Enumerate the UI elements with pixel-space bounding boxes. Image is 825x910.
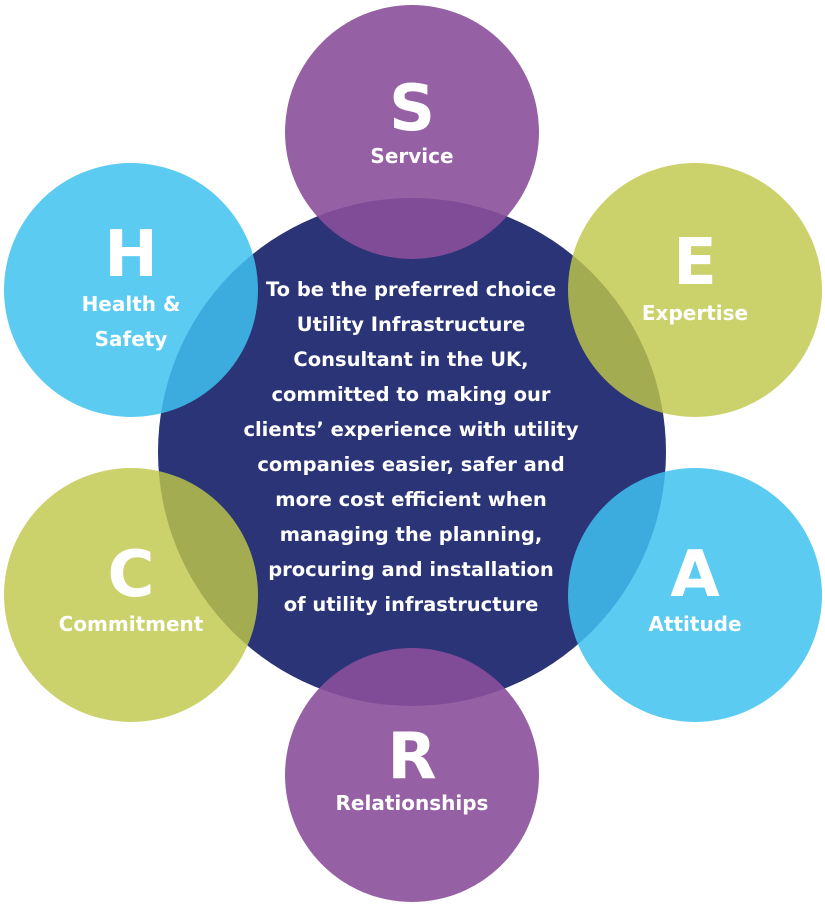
mission-line: clients’ experience with utility [243, 418, 578, 441]
health-safety-circle [4, 163, 258, 417]
health-safety-letter: H [104, 218, 158, 292]
mission-line: To be the preferred choice [266, 278, 556, 301]
service-letter: S [389, 72, 435, 146]
mission-line: procuring and installation [268, 558, 554, 581]
mission-circle [158, 198, 666, 706]
attitude-letter: A [670, 538, 720, 612]
attitude-circle [568, 468, 822, 722]
mission-line: Utility Infrastructure [297, 313, 525, 336]
mission-line: companies easier, safer and [257, 453, 564, 476]
expertise-letter: E [673, 226, 717, 300]
relationships-circle [285, 648, 539, 902]
expertise-label: Expertise [642, 301, 748, 325]
mission-line: Consultant in the UK, [293, 348, 528, 371]
mission-line: more cost efficient when [275, 488, 546, 511]
mission-statement: To be the preferred choice Utility Infra… [243, 278, 578, 616]
commitment-letter: C [108, 538, 155, 612]
expertise-circle [568, 163, 822, 417]
mission-line: of utility infrastructure [284, 593, 539, 616]
health-safety-label-line1: Health & [82, 292, 181, 316]
relationships-letter: R [387, 720, 436, 794]
commitment-label: Commitment [59, 612, 204, 636]
service-circle [285, 5, 539, 259]
relationships-label: Relationships [336, 791, 489, 815]
service-label: Service [370, 144, 453, 168]
commitment-circle [4, 468, 258, 722]
attitude-label: Attitude [648, 612, 741, 636]
mission-line: committed to making our [271, 383, 550, 406]
health-safety-label-line2: Safety [95, 327, 168, 351]
mission-line: managing the planning, [280, 523, 543, 546]
